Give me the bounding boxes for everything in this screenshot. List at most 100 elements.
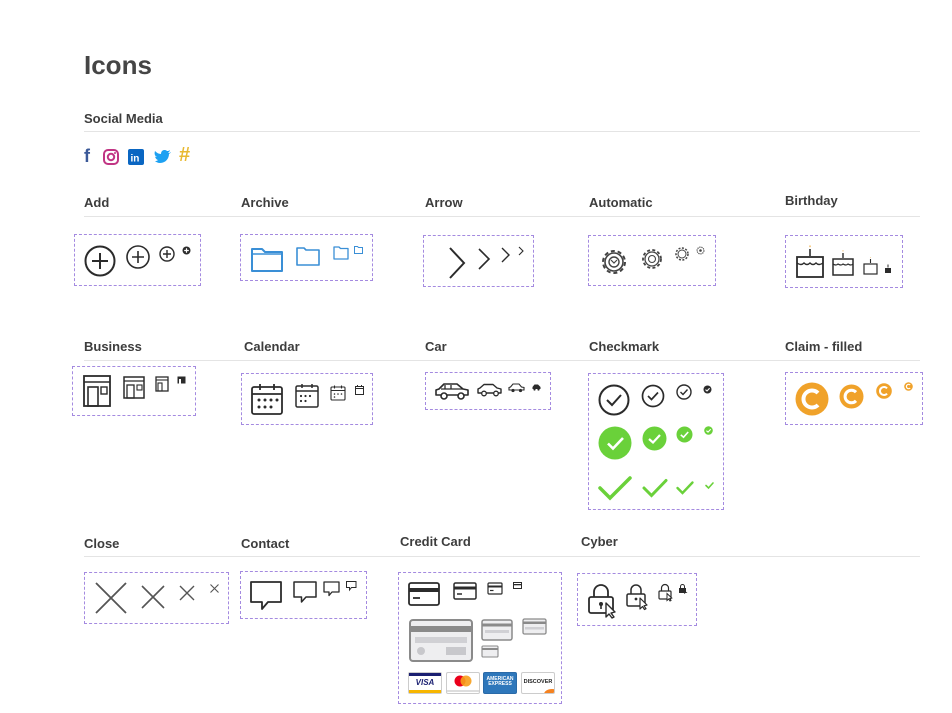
calendar-icon[interactable] — [251, 383, 283, 415]
lock-cursor-icon[interactable] — [626, 584, 650, 611]
gear-icon[interactable] — [696, 246, 705, 255]
chevron-right-icon[interactable] — [477, 247, 491, 271]
add-icon-set — [74, 234, 201, 286]
store-icon[interactable] — [83, 375, 111, 407]
visa-card-icon[interactable]: VISA — [408, 672, 442, 694]
visa-label: VISA — [415, 678, 435, 687]
facebook-icon[interactable]: f — [84, 146, 90, 166]
amex-label: AMERICAN EXPRESS — [486, 676, 514, 687]
chat-bubble-icon[interactable] — [293, 581, 317, 604]
chat-bubble-icon[interactable] — [346, 581, 357, 592]
credit-card-gray-icon[interactable] — [481, 645, 499, 658]
chevron-right-icon[interactable] — [518, 246, 524, 256]
contact-icon-set — [240, 571, 367, 619]
amex-card-icon[interactable]: AMERICAN EXPRESS — [483, 672, 517, 694]
credit-card-large-icon[interactable] — [409, 619, 473, 662]
store-icon[interactable] — [177, 376, 186, 384]
birthday-cake-icon[interactable] — [832, 249, 854, 276]
car-icon[interactable] — [532, 384, 541, 391]
close-icon-set — [84, 572, 229, 624]
gear-icon[interactable] — [674, 246, 690, 262]
close-icon[interactable] — [141, 585, 165, 609]
credit-card-icon-set: VISA AMERICAN EXPRESS DISCOVER — [398, 572, 562, 704]
checkmark-icon[interactable] — [705, 482, 714, 490]
checkmark-icon[interactable] — [598, 475, 632, 501]
folder-icon[interactable] — [333, 246, 349, 260]
close-icon[interactable] — [210, 584, 219, 593]
section-label-car: Car — [425, 339, 447, 354]
claim-icon[interactable] — [904, 382, 913, 391]
section-label-calendar: Calendar — [244, 339, 300, 354]
close-icon[interactable] — [95, 582, 127, 614]
section-label-business: Business — [84, 339, 142, 354]
check-circle-icon[interactable] — [598, 384, 630, 416]
section-label-arrow: Arrow — [425, 195, 463, 210]
calendar-icon[interactable] — [295, 383, 319, 408]
divider — [84, 556, 920, 557]
check-circle-icon[interactable] — [676, 384, 692, 400]
section-label-add: Add — [84, 195, 110, 210]
chevron-right-icon[interactable] — [448, 246, 466, 280]
car-icon-set — [425, 372, 551, 410]
car-icon[interactable] — [508, 383, 525, 393]
check-circle-filled-icon[interactable] — [642, 426, 667, 451]
folder-icon[interactable] — [296, 246, 320, 266]
credit-card-icon[interactable] — [408, 582, 440, 606]
credit-card-icon[interactable] — [453, 582, 477, 600]
check-circle-icon[interactable] — [641, 384, 665, 408]
claim-icon[interactable] — [795, 382, 829, 416]
divider — [84, 360, 920, 361]
store-icon[interactable] — [123, 376, 145, 399]
hashtag-icon[interactable]: # — [179, 144, 191, 166]
calendar-icon[interactable] — [355, 385, 364, 395]
check-circle-filled-icon[interactable] — [676, 426, 693, 443]
lock-cursor-icon[interactable] — [658, 583, 674, 602]
folder-icon[interactable] — [354, 246, 363, 254]
divider — [84, 216, 920, 217]
claim-icon[interactable] — [876, 383, 892, 399]
archive-icon-set — [240, 234, 373, 281]
mastercard-icon[interactable] — [446, 672, 480, 694]
svg-text:in: in — [131, 154, 140, 165]
credit-card-icon[interactable] — [487, 582, 503, 595]
discover-card-icon[interactable]: DISCOVER — [521, 672, 555, 694]
instagram-icon[interactable] — [103, 149, 119, 165]
automatic-icon-set — [588, 235, 716, 286]
close-icon[interactable] — [179, 585, 195, 601]
section-label-cyber: Cyber — [581, 534, 618, 549]
store-icon[interactable] — [155, 376, 169, 392]
add-icon[interactable] — [182, 246, 191, 255]
checkmark-icon[interactable] — [642, 478, 668, 498]
claim-filled-icon-set — [785, 372, 923, 425]
birthday-cake-icon[interactable] — [863, 256, 878, 275]
checkmark-icon[interactable] — [676, 481, 694, 495]
car-icon[interactable] — [477, 383, 502, 397]
birthday-icon-set — [785, 235, 903, 288]
gear-icon[interactable] — [640, 247, 664, 271]
twitter-icon[interactable] — [154, 150, 172, 165]
add-icon[interactable] — [159, 246, 175, 262]
lock-cursor-icon[interactable] — [587, 584, 619, 619]
credit-card-icon[interactable] — [513, 582, 522, 589]
chat-bubble-icon[interactable] — [250, 581, 282, 611]
folder-icon[interactable] — [251, 246, 283, 272]
claim-icon[interactable] — [839, 384, 864, 409]
birthday-cake-icon[interactable] — [795, 243, 825, 279]
birthday-cake-icon[interactable] — [884, 264, 892, 274]
check-circle-filled-icon[interactable] — [704, 426, 713, 435]
social-icons-row: f in # — [84, 144, 204, 168]
check-circle-filled-icon[interactable] — [598, 426, 632, 460]
credit-card-gray-icon[interactable] — [481, 619, 513, 641]
gear-icon[interactable] — [598, 246, 630, 278]
chevron-right-icon[interactable] — [501, 247, 511, 263]
check-circle-icon[interactable] — [703, 385, 712, 394]
add-icon[interactable] — [84, 245, 116, 277]
calendar-icon[interactable] — [330, 385, 346, 401]
credit-card-gray-icon[interactable] — [522, 618, 547, 635]
add-icon[interactable] — [126, 245, 150, 269]
linkedin-icon[interactable]: in — [128, 149, 144, 165]
car-icon[interactable] — [435, 382, 469, 400]
lock-cursor-icon[interactable] — [678, 584, 688, 594]
section-label-birthday: Birthday — [785, 193, 838, 208]
chat-bubble-icon[interactable] — [323, 581, 340, 597]
